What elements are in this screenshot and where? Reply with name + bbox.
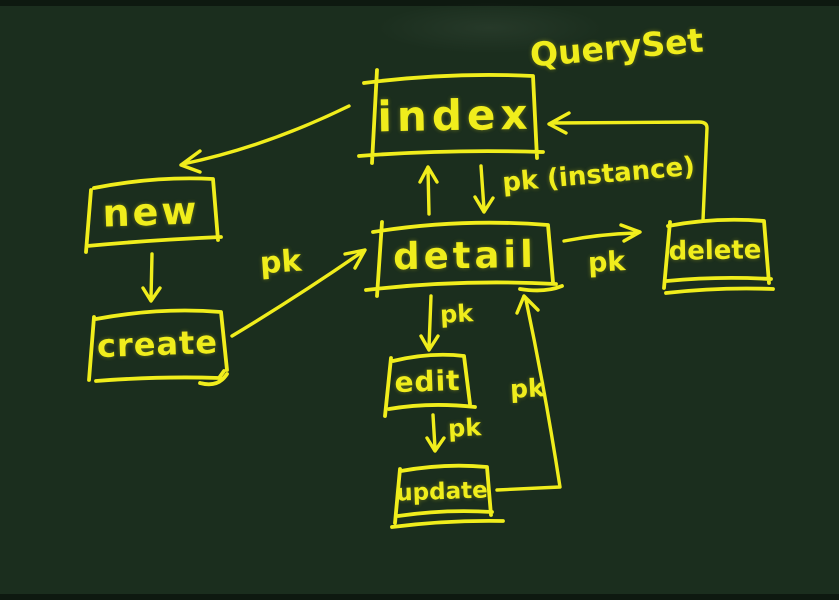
new-box [84, 176, 223, 254]
delete-box [662, 217, 775, 295]
edit-box [383, 352, 477, 418]
arrow-create-to-detail [230, 248, 367, 338]
arrow-index-to-new [179, 104, 351, 174]
update-box [390, 463, 505, 529]
arrow-detail-to-delete [562, 223, 642, 243]
arrow-index-to-detail [473, 164, 495, 214]
arrow-edit-to-update [425, 413, 446, 453]
create-box [87, 308, 229, 387]
index-box [357, 68, 545, 165]
chalk-smudge [375, 2, 605, 54]
arrow-detail-to-index [418, 165, 439, 216]
arrow-new-to-create [141, 252, 162, 303]
arrow-detail-to-edit [419, 294, 440, 352]
bottom-border-strip [0, 594, 839, 600]
arrow-delete-to-index [547, 111, 709, 222]
detail-box [364, 220, 564, 298]
arrow-update-to-detail [495, 294, 562, 492]
top-border-strip [0, 0, 839, 6]
